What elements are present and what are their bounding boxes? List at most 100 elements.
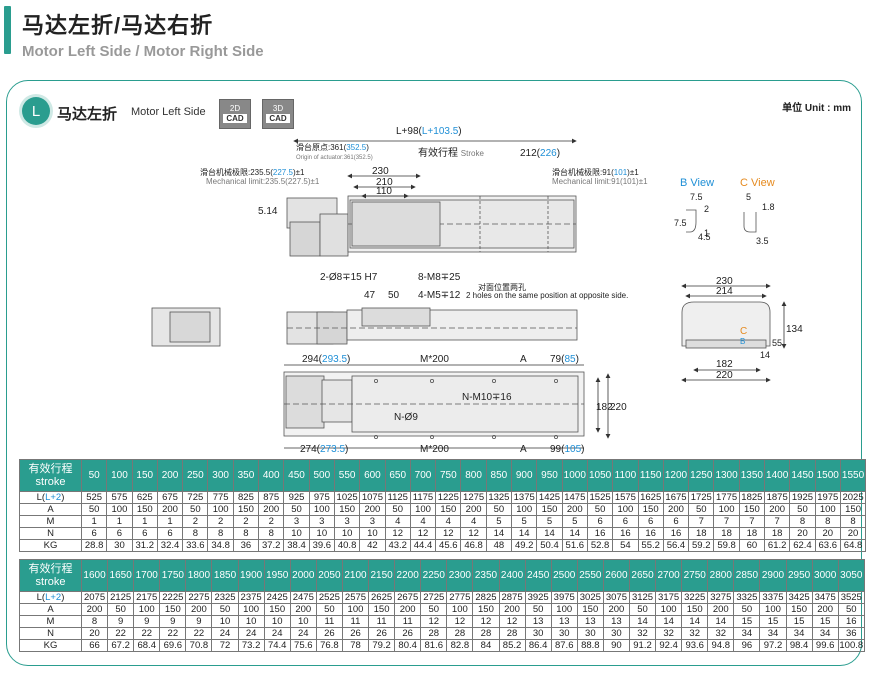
b-dim-75: 7.5 — [690, 192, 703, 202]
table-cell: 8 — [839, 515, 867, 528]
table-cell: 100 — [409, 503, 437, 516]
dim-182: 182 — [596, 402, 613, 413]
stroke-value: 150 — [131, 459, 158, 492]
table-cell: 50 — [524, 603, 552, 616]
cad-2d-sub: CAD — [223, 114, 247, 123]
table-cell: 40.8 — [333, 539, 361, 552]
table-cell: 8 — [232, 527, 260, 540]
table-cell: 3 — [308, 515, 335, 528]
table-cell: 22 — [107, 627, 135, 640]
opposite-cn: 对面位置两孔 — [478, 282, 526, 292]
table-cell: 2375 — [237, 591, 265, 604]
table-cell: 22 — [185, 627, 213, 640]
table-cell: 200 — [460, 503, 487, 516]
dim-overall-length: L+98(L+103.5) — [396, 126, 462, 137]
table-cell: 625 — [131, 491, 158, 504]
stroke-value: 2450 — [524, 559, 552, 592]
origin-label: 滑台原点:361(352.5) — [296, 142, 369, 152]
table-cell: 34.8 — [207, 539, 234, 552]
stroke-value: 2550 — [576, 559, 604, 592]
row-label: M — [19, 615, 82, 628]
table-cell: 54 — [612, 539, 639, 552]
dim-220: 220 — [610, 402, 627, 413]
table-cell: 81.6 — [420, 639, 448, 652]
table-cell: 43.2 — [384, 539, 411, 552]
stroke-value: 600 — [359, 459, 386, 492]
stroke-value: 1850 — [211, 559, 239, 592]
table-cell: 5 — [561, 515, 588, 528]
table-cell: 7 — [738, 515, 766, 528]
end-c-marker: C — [740, 326, 747, 337]
table-cell: 150 — [576, 603, 604, 616]
table-cell: 3225 — [681, 591, 709, 604]
table-cell: 2675 — [394, 591, 422, 604]
cad-2d-button[interactable]: 2D CAD — [219, 99, 251, 129]
table-cell: 1775 — [713, 491, 740, 504]
table-cell: 200 — [602, 603, 630, 616]
stroke-value: 2250 — [420, 559, 448, 592]
row-label: A — [19, 603, 82, 616]
table-cell: 48 — [485, 539, 513, 552]
table-cell: 70.8 — [185, 639, 213, 652]
table-cell: 30 — [550, 627, 578, 640]
table-cell: 50 — [182, 503, 209, 516]
cad-2d-label: 2D — [229, 104, 241, 113]
stroke-value: 2950 — [785, 559, 813, 592]
table-cell: 8 — [80, 615, 109, 628]
stroke-value: 1250 — [688, 459, 715, 492]
table-cell: 30 — [106, 539, 133, 552]
row-label: N — [19, 627, 82, 640]
table-cell: 51.6 — [561, 539, 588, 552]
table-cell: 3425 — [785, 591, 813, 604]
table-cell: 12 — [384, 527, 411, 540]
table-cell: 1 — [106, 515, 133, 528]
table-cell: 9 — [185, 615, 213, 628]
stroke-value: 1450 — [789, 459, 816, 492]
table-cell: 150 — [368, 603, 396, 616]
table-cell: 12 — [435, 527, 462, 540]
table-cell: 39.6 — [308, 539, 335, 552]
stroke-value: 300 — [207, 459, 234, 492]
table-cell: 2125 — [107, 591, 135, 604]
table-cell: 59.2 — [688, 539, 715, 552]
table-cell: 18 — [713, 527, 740, 540]
table-cell: 14 — [485, 527, 513, 540]
table-cell: 575 — [106, 491, 133, 504]
row-label: KG — [19, 639, 82, 652]
table-cell: 100 — [308, 503, 335, 516]
table-cell: 3 — [359, 515, 386, 528]
table-cell: 24 — [237, 627, 265, 640]
table-cell: 3475 — [811, 591, 839, 604]
table-cell: 78 — [341, 639, 370, 652]
table-cell: 100 — [106, 503, 133, 516]
end-dim-214: 214 — [716, 286, 733, 297]
table-cell: 4 — [460, 515, 487, 528]
stroke-value: 2050 — [315, 559, 343, 592]
dim-right-length: 212(226) — [520, 148, 560, 159]
table-cell: 10 — [211, 615, 239, 628]
table-cell: 8 — [789, 515, 816, 528]
table-cell: 3125 — [628, 591, 657, 604]
table-cell: 2 — [207, 515, 234, 528]
table-cell: 7 — [688, 515, 715, 528]
cad-3d-button[interactable]: 3D CAD — [262, 99, 294, 129]
table-cell: 10 — [283, 527, 310, 540]
table-cell: 30 — [602, 627, 630, 640]
table-cell: 45.6 — [435, 539, 462, 552]
table-cell: 67.2 — [107, 639, 135, 652]
table-cell: 2825 — [472, 591, 500, 604]
table-cell: 150 — [839, 503, 867, 516]
table-cell: 6 — [156, 527, 184, 540]
dim-m200-top: M*200 — [420, 354, 449, 365]
table-cell: 100 — [207, 503, 234, 516]
table-cell: 42 — [359, 539, 386, 552]
table-cell: 200 — [359, 503, 386, 516]
table-cell: 12 — [446, 615, 474, 628]
table-cell: 100 — [759, 603, 787, 616]
table-cell: 10 — [308, 527, 335, 540]
table-cell: 28 — [420, 627, 448, 640]
table-cell: 525 — [80, 491, 108, 504]
table-cell: 32 — [707, 627, 735, 640]
